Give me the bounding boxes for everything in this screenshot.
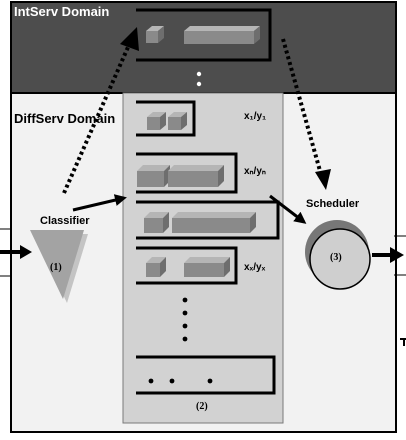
diffserv-domain-label: DiffServ Domain: [14, 111, 116, 126]
queue-4: [136, 246, 238, 285]
queue-1: [136, 100, 196, 137]
output-arrow: [372, 235, 406, 346]
intserv-queue: [136, 8, 272, 87]
intserv-to-scheduler-arrow: [281, 38, 324, 179]
classifier-triangle-icon: [30, 230, 88, 303]
classifier-tag: (1): [50, 262, 62, 273]
queue-3-ratio: xₓ/yₓ: [244, 262, 266, 273]
scheduler-tag: (3): [330, 252, 342, 263]
classifier-label: Classifier: [40, 215, 90, 227]
classifier-to-queue-arrow: [72, 194, 127, 212]
classifier-to-intserv-arrow: [62, 37, 134, 194]
queue-2: [136, 152, 238, 194]
queue-column-tag: (2): [196, 401, 208, 412]
queue-3: [136, 200, 280, 240]
scheduler-circle-icon: [305, 220, 371, 290]
intserv-domain-label: IntServ Domain: [14, 4, 110, 19]
queue-2-ratio: xₙ/yₙ: [244, 166, 266, 177]
intserv-domain-region: [10, 1, 397, 94]
queue-to-scheduler-arrow: [269, 194, 307, 224]
input-arrow: [0, 228, 32, 277]
queue-ellipsis: [182, 297, 188, 342]
scheduler-label: Scheduler: [306, 198, 360, 210]
queue-last: [136, 355, 276, 395]
queue-1-ratio: x₁/y₁: [244, 111, 267, 122]
